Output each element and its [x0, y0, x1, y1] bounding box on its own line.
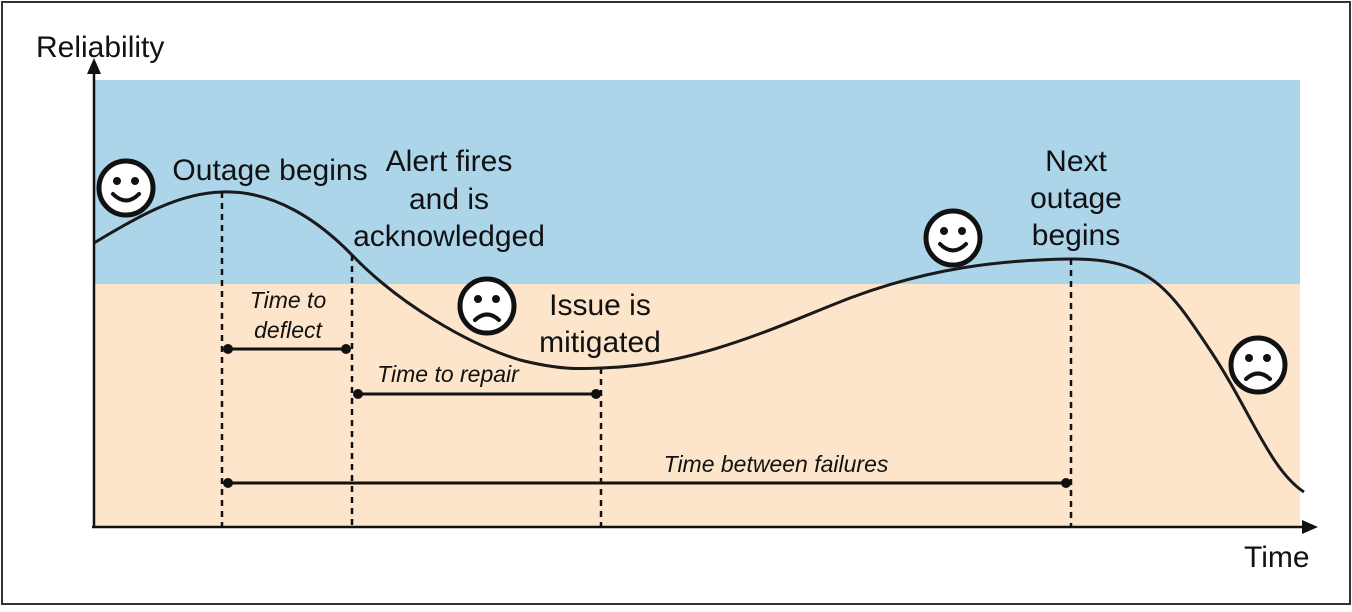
- time-to-deflect-bar: [223, 344, 351, 354]
- next-outage-label-line1: Next: [1045, 145, 1107, 178]
- next-outage-label-line2: outage: [1030, 182, 1122, 215]
- y-axis: [87, 58, 101, 528]
- above-target-zone: [94, 80, 1300, 284]
- alert-fires-label-line2: and is: [409, 183, 489, 216]
- time-to-deflect-label-line1: Time to: [250, 287, 327, 313]
- x-axis-arrowhead: [1302, 520, 1318, 534]
- issue-mitigated-label-line2: mitigated: [539, 326, 661, 359]
- next-outage-label-line3: begins: [1032, 219, 1120, 252]
- time-between-failures-label: Time between failures: [664, 451, 889, 477]
- x-axis: [92, 520, 1318, 534]
- time-to-repair-label: Time to repair: [377, 361, 520, 387]
- time-between-failures-bar: [223, 478, 1071, 488]
- time-to-repair-bar: [353, 389, 601, 399]
- happy-face-icon: [923, 208, 983, 268]
- happy-face-icon: [96, 158, 156, 218]
- alert-fires-label-line3: acknowledged: [353, 220, 545, 253]
- alert-fires-label-line1: Alert fires: [386, 145, 513, 178]
- outage-begins-label: Outage begins: [172, 154, 367, 187]
- x-axis-label: Time: [1244, 541, 1310, 574]
- sad-face-icon: [1228, 335, 1288, 395]
- time-to-deflect-label-line2: deflect: [254, 317, 323, 343]
- reliability-curve: [93, 190, 1305, 494]
- below-target-zone: [94, 284, 1300, 526]
- issue-mitigated-label-line1: Issue is: [549, 289, 651, 322]
- sad-face-icon: [457, 276, 517, 336]
- y-axis-label: Reliability: [36, 31, 164, 64]
- y-axis-arrowhead: [87, 58, 101, 74]
